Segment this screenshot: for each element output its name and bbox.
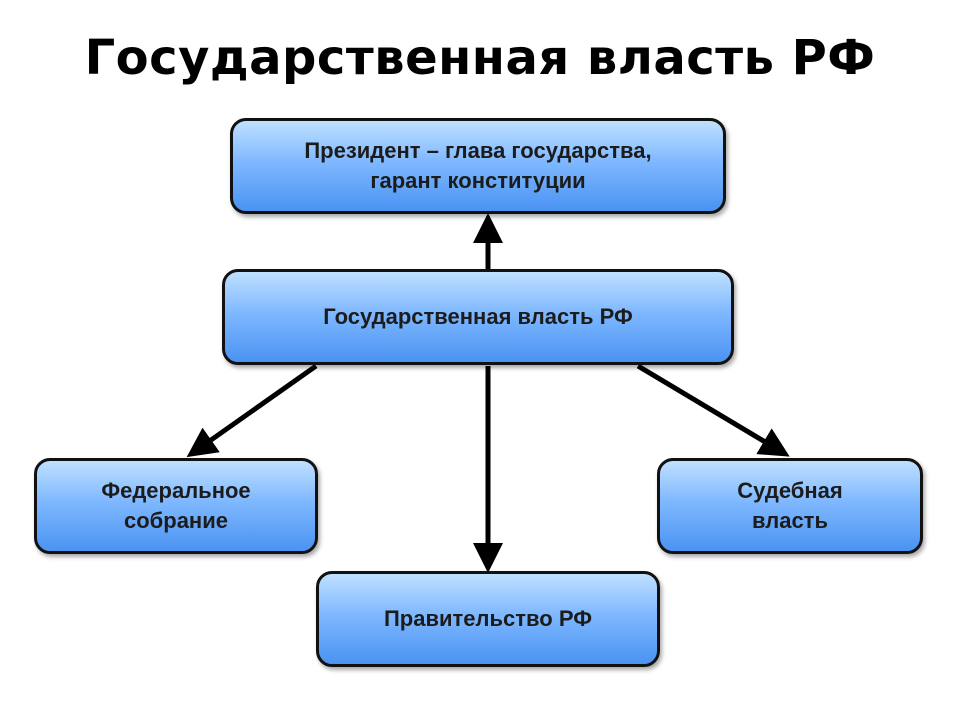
node-state-power: Государственная власть РФ [222,269,734,365]
node-government-label: Правительство РФ [383,606,592,631]
arrow-to-federal-assembly [186,363,318,458]
node-president: Президент – глава государства, гарант ко… [230,118,726,214]
node-federal-assembly-label: Федеральное собрание [101,478,251,533]
slide-title: Государственная власть РФ [84,30,876,86]
node-president-label: Президент – глава государства, гарант ко… [304,138,652,193]
node-federal-assembly: Федеральное собрание [34,458,318,554]
node-judicial: Судебная власть [657,458,923,554]
node-government: Правительство РФ [316,571,660,667]
arrow-to-judicial [636,363,790,457]
node-state-power-label: Государственная власть РФ [323,304,633,329]
node-judicial-label: Судебная власть [737,478,843,533]
